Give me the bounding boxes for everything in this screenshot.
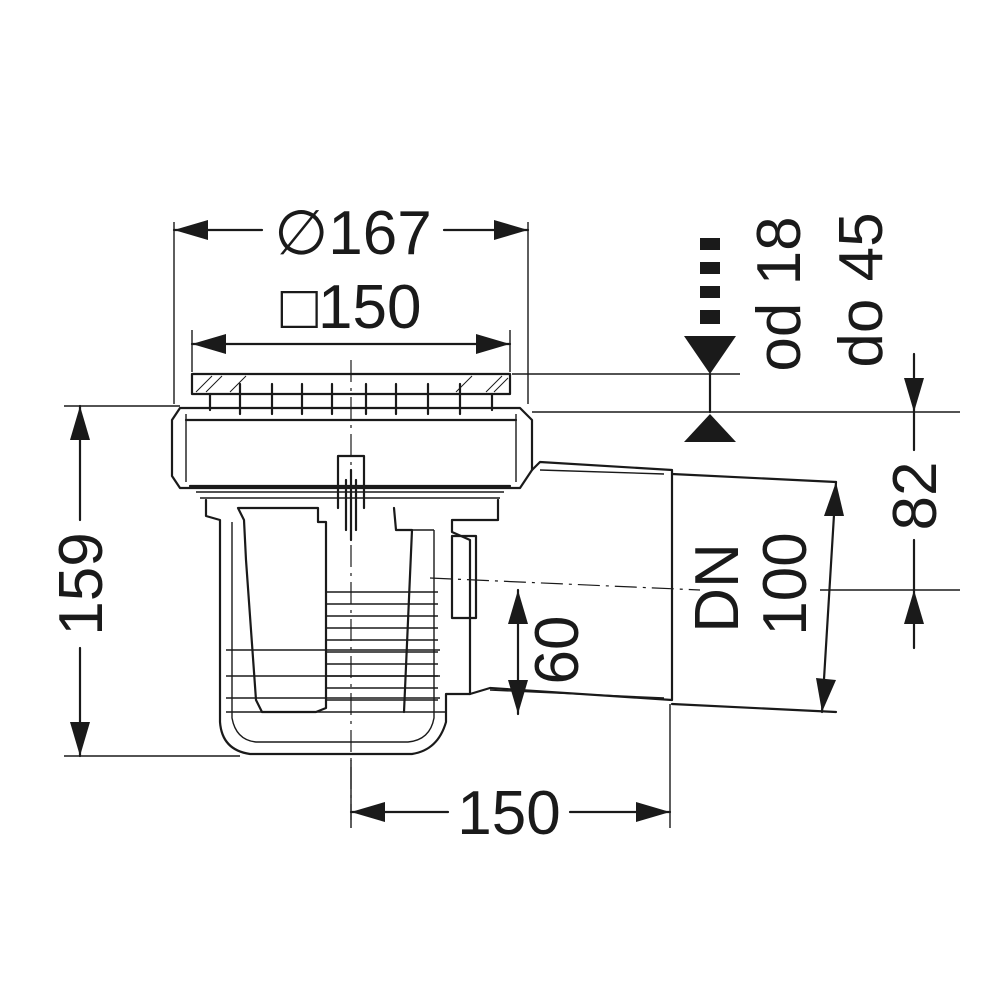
outlet-socket — [450, 534, 478, 620]
trap-bowl — [204, 498, 500, 756]
outlet-size-label-dn: DN — [683, 543, 752, 633]
height-total-label: 159 — [47, 532, 116, 635]
trap-thread — [226, 591, 446, 713]
square-label: □150 — [281, 273, 422, 342]
adjust-max-label: do 45 — [827, 212, 896, 367]
grate-hatch — [195, 375, 509, 393]
outlet-height-label: 82 — [881, 462, 950, 531]
dimension-labels: ∅167 □150 159 150 60 DN 100 82 od 18 do … — [47, 199, 950, 848]
dimension-lines — [64, 220, 960, 828]
diameter-label: ∅167 — [274, 199, 431, 268]
outlet-size-label-value: 100 — [751, 532, 820, 635]
water-seal-label: 60 — [523, 616, 592, 685]
drain-collar — [170, 406, 534, 490]
outlet-offset-label: 150 — [457, 779, 560, 848]
outlet-centerline — [429, 577, 701, 591]
drain-body — [170, 360, 838, 820]
trap-bell — [236, 506, 328, 714]
adjust-min-label: od 18 — [745, 216, 814, 371]
